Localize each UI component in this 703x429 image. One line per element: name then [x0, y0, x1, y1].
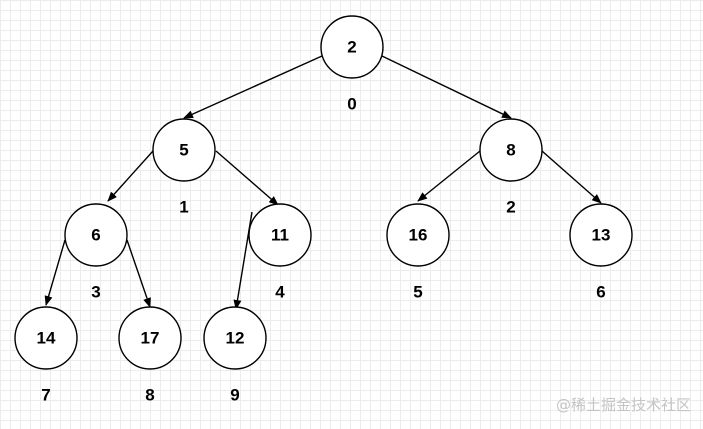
tree-node-11: 11 4: [248, 203, 312, 302]
node-value: 12: [226, 329, 245, 348]
tree-node-12: 12 9: [203, 306, 267, 405]
node-circle: [203, 306, 267, 370]
node-index-label: 2: [506, 198, 515, 217]
node-index-label: 6: [596, 283, 605, 302]
edge-5-to-11: [215, 150, 279, 206]
node-circle: [64, 203, 128, 267]
edge-2-to-8: [381, 55, 512, 119]
node-circle: [118, 306, 182, 370]
node-value: 11: [271, 226, 289, 245]
tree-node-6: 63: [64, 203, 128, 302]
watermark: @稀土掘金技术社区: [555, 396, 691, 414]
tree-node-2: 20: [320, 15, 384, 114]
node-index-label: 4: [275, 283, 285, 302]
node-index-label: 7: [41, 386, 50, 405]
node-circle: [569, 203, 633, 267]
node-value: 6: [91, 226, 100, 245]
edges-group: [44, 55, 602, 310]
edge-8-to-16: [417, 150, 481, 202]
edge-6-to-17: [126, 239, 151, 308]
node-circle: [386, 203, 450, 267]
node-index-label: 8: [145, 386, 154, 405]
node-circle: [14, 306, 78, 370]
edge-6-to-14: [44, 239, 66, 306]
node-value: 2: [347, 38, 356, 57]
node-value: 17: [141, 329, 160, 348]
node-index-label: 0: [347, 95, 356, 114]
node-circle: [152, 118, 216, 182]
tree-node-14: 14 7: [14, 306, 78, 405]
tree-node-16: 16 5: [386, 203, 450, 302]
node-value: 5: [179, 141, 188, 160]
edge-5-to-6: [107, 150, 154, 202]
tree-node-13: 13 6: [569, 203, 633, 302]
node-value: 8: [506, 141, 515, 160]
edge-2-to-5: [183, 55, 323, 119]
edge-8-to-13: [541, 150, 602, 204]
node-circle: [479, 118, 543, 182]
tree-node-8: 82: [479, 118, 543, 217]
node-circle: [320, 15, 384, 79]
node-index-label: 5: [413, 283, 422, 302]
node-circle: [248, 203, 312, 267]
node-index-label: 9: [230, 386, 239, 405]
tree-node-17: 17 8: [118, 306, 182, 405]
node-value: 14: [37, 329, 56, 348]
node-value: 16: [409, 226, 428, 245]
node-index-label: 3: [91, 283, 100, 302]
node-index-label: 1: [179, 198, 188, 217]
tree-node-5: 51: [152, 118, 216, 217]
node-value: 13: [592, 226, 611, 245]
